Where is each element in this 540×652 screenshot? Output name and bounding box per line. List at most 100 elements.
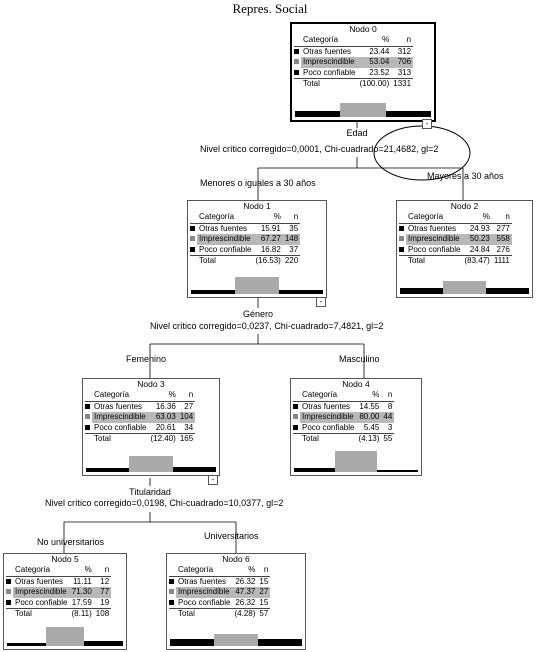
category-label: Poco confiable [178, 597, 231, 607]
collapse-toggle-node-1[interactable]: - [316, 297, 326, 307]
category-swatch-icon [6, 589, 11, 595]
total-row: Total(83.47)1111 [399, 255, 512, 267]
header-category: Categoría [92, 390, 149, 402]
category-swatch-icon [399, 225, 404, 231]
bar-poco-confiable [385, 111, 431, 117]
node-title: Nodo 5 [51, 554, 79, 564]
header-percent: % [462, 212, 492, 224]
header-n: n [177, 390, 196, 402]
total-row: Total(8.11)108 [6, 608, 112, 620]
category-percent: 71.30 [69, 587, 94, 598]
category-swatch-icon [399, 246, 404, 252]
category-swatch-icon [294, 69, 299, 75]
branch-label-no-universitarios: No universitarios [37, 537, 105, 547]
category-count: 12 [100, 576, 110, 586]
category-label: Otras fuentes [178, 576, 227, 586]
bar-poco-confiable [376, 470, 418, 472]
node-title: Nodo 1 [243, 201, 271, 211]
branch-label-femenino: Femenino [126, 354, 167, 364]
category-count: 44 [381, 412, 395, 423]
total-percent: (4.28) [232, 608, 258, 620]
bar-otras-fuentes [294, 468, 336, 472]
node-bar-chart [170, 620, 302, 646]
total-count: 57 [257, 608, 271, 620]
bar-poco-confiable [172, 467, 216, 472]
table-header-row: Categoría%n [85, 390, 196, 402]
total-label: Total [406, 255, 463, 267]
header-n: n [93, 565, 112, 577]
category-percent: 15.91 [260, 223, 281, 233]
header-n: n [491, 212, 512, 224]
total-count: 165 [177, 433, 196, 445]
split-stat-edad: Nivel crítico corregido=0,0001, Chi-cuad… [200, 144, 439, 154]
node-title: Nodo 4 [342, 379, 370, 389]
table-header-row: Categoría%n [294, 35, 414, 47]
total-percent: (12.40) [148, 433, 178, 445]
category-percent: 63.03 [148, 412, 178, 423]
category-label: Poco confiable [302, 422, 355, 432]
category-count: 37 [289, 244, 299, 254]
split-variable-titularidad: Titularidad [129, 487, 171, 497]
category-count: 27 [257, 587, 271, 598]
bar-otras-fuentes [170, 639, 214, 646]
bar-imprescindible [335, 451, 377, 472]
total-count: 1111 [491, 255, 512, 267]
split-variable-edad: Edad [346, 128, 368, 138]
header-category: Categoría [176, 565, 233, 577]
category-label: Otras fuentes [408, 223, 457, 233]
header-percent: % [232, 565, 258, 577]
category-label: Imprescindible [406, 234, 463, 245]
category-label: Otras fuentes [15, 576, 64, 586]
category-swatch-icon [293, 403, 298, 409]
category-percent: 26.32 [235, 576, 256, 586]
category-label: Imprescindible [301, 57, 358, 68]
collapse-toggle-node-0[interactable]: - [422, 119, 432, 129]
category-percent: 20.61 [155, 422, 176, 432]
category-percent: 80.00 [356, 412, 382, 423]
total-row: Total(4.28)57 [169, 608, 271, 620]
category-label: Poco confiable [15, 597, 68, 607]
category-label: Otras fuentes [199, 223, 248, 233]
header-category: Categoría [197, 212, 254, 224]
total-percent: (100.00) [357, 78, 392, 90]
category-count: 277 [496, 223, 510, 233]
category-swatch-icon [293, 424, 298, 430]
collapse-toggle-node-3[interactable]: - [208, 475, 218, 485]
category-label: Otras fuentes [302, 401, 351, 411]
category-percent: 11.11 [72, 576, 92, 586]
bar-poco-confiable [278, 290, 323, 294]
bar-imprescindible [442, 281, 486, 294]
branch-label-masculino: Masculino [339, 354, 380, 364]
category-percent: 14.55 [359, 401, 380, 411]
category-swatch-icon [169, 599, 174, 605]
category-percent: 16.36 [155, 401, 176, 411]
category-label: Poco confiable [408, 244, 461, 254]
category-swatch-icon [190, 236, 195, 242]
branch-label-universitarios: Universitarios [204, 531, 259, 541]
category-count: 8 [387, 401, 393, 411]
table-header-row: Categoría%n [399, 212, 512, 224]
total-row: Total(100.00)1331 [294, 78, 414, 90]
table-row: Otras fuentes 14.55 8 [293, 401, 394, 412]
